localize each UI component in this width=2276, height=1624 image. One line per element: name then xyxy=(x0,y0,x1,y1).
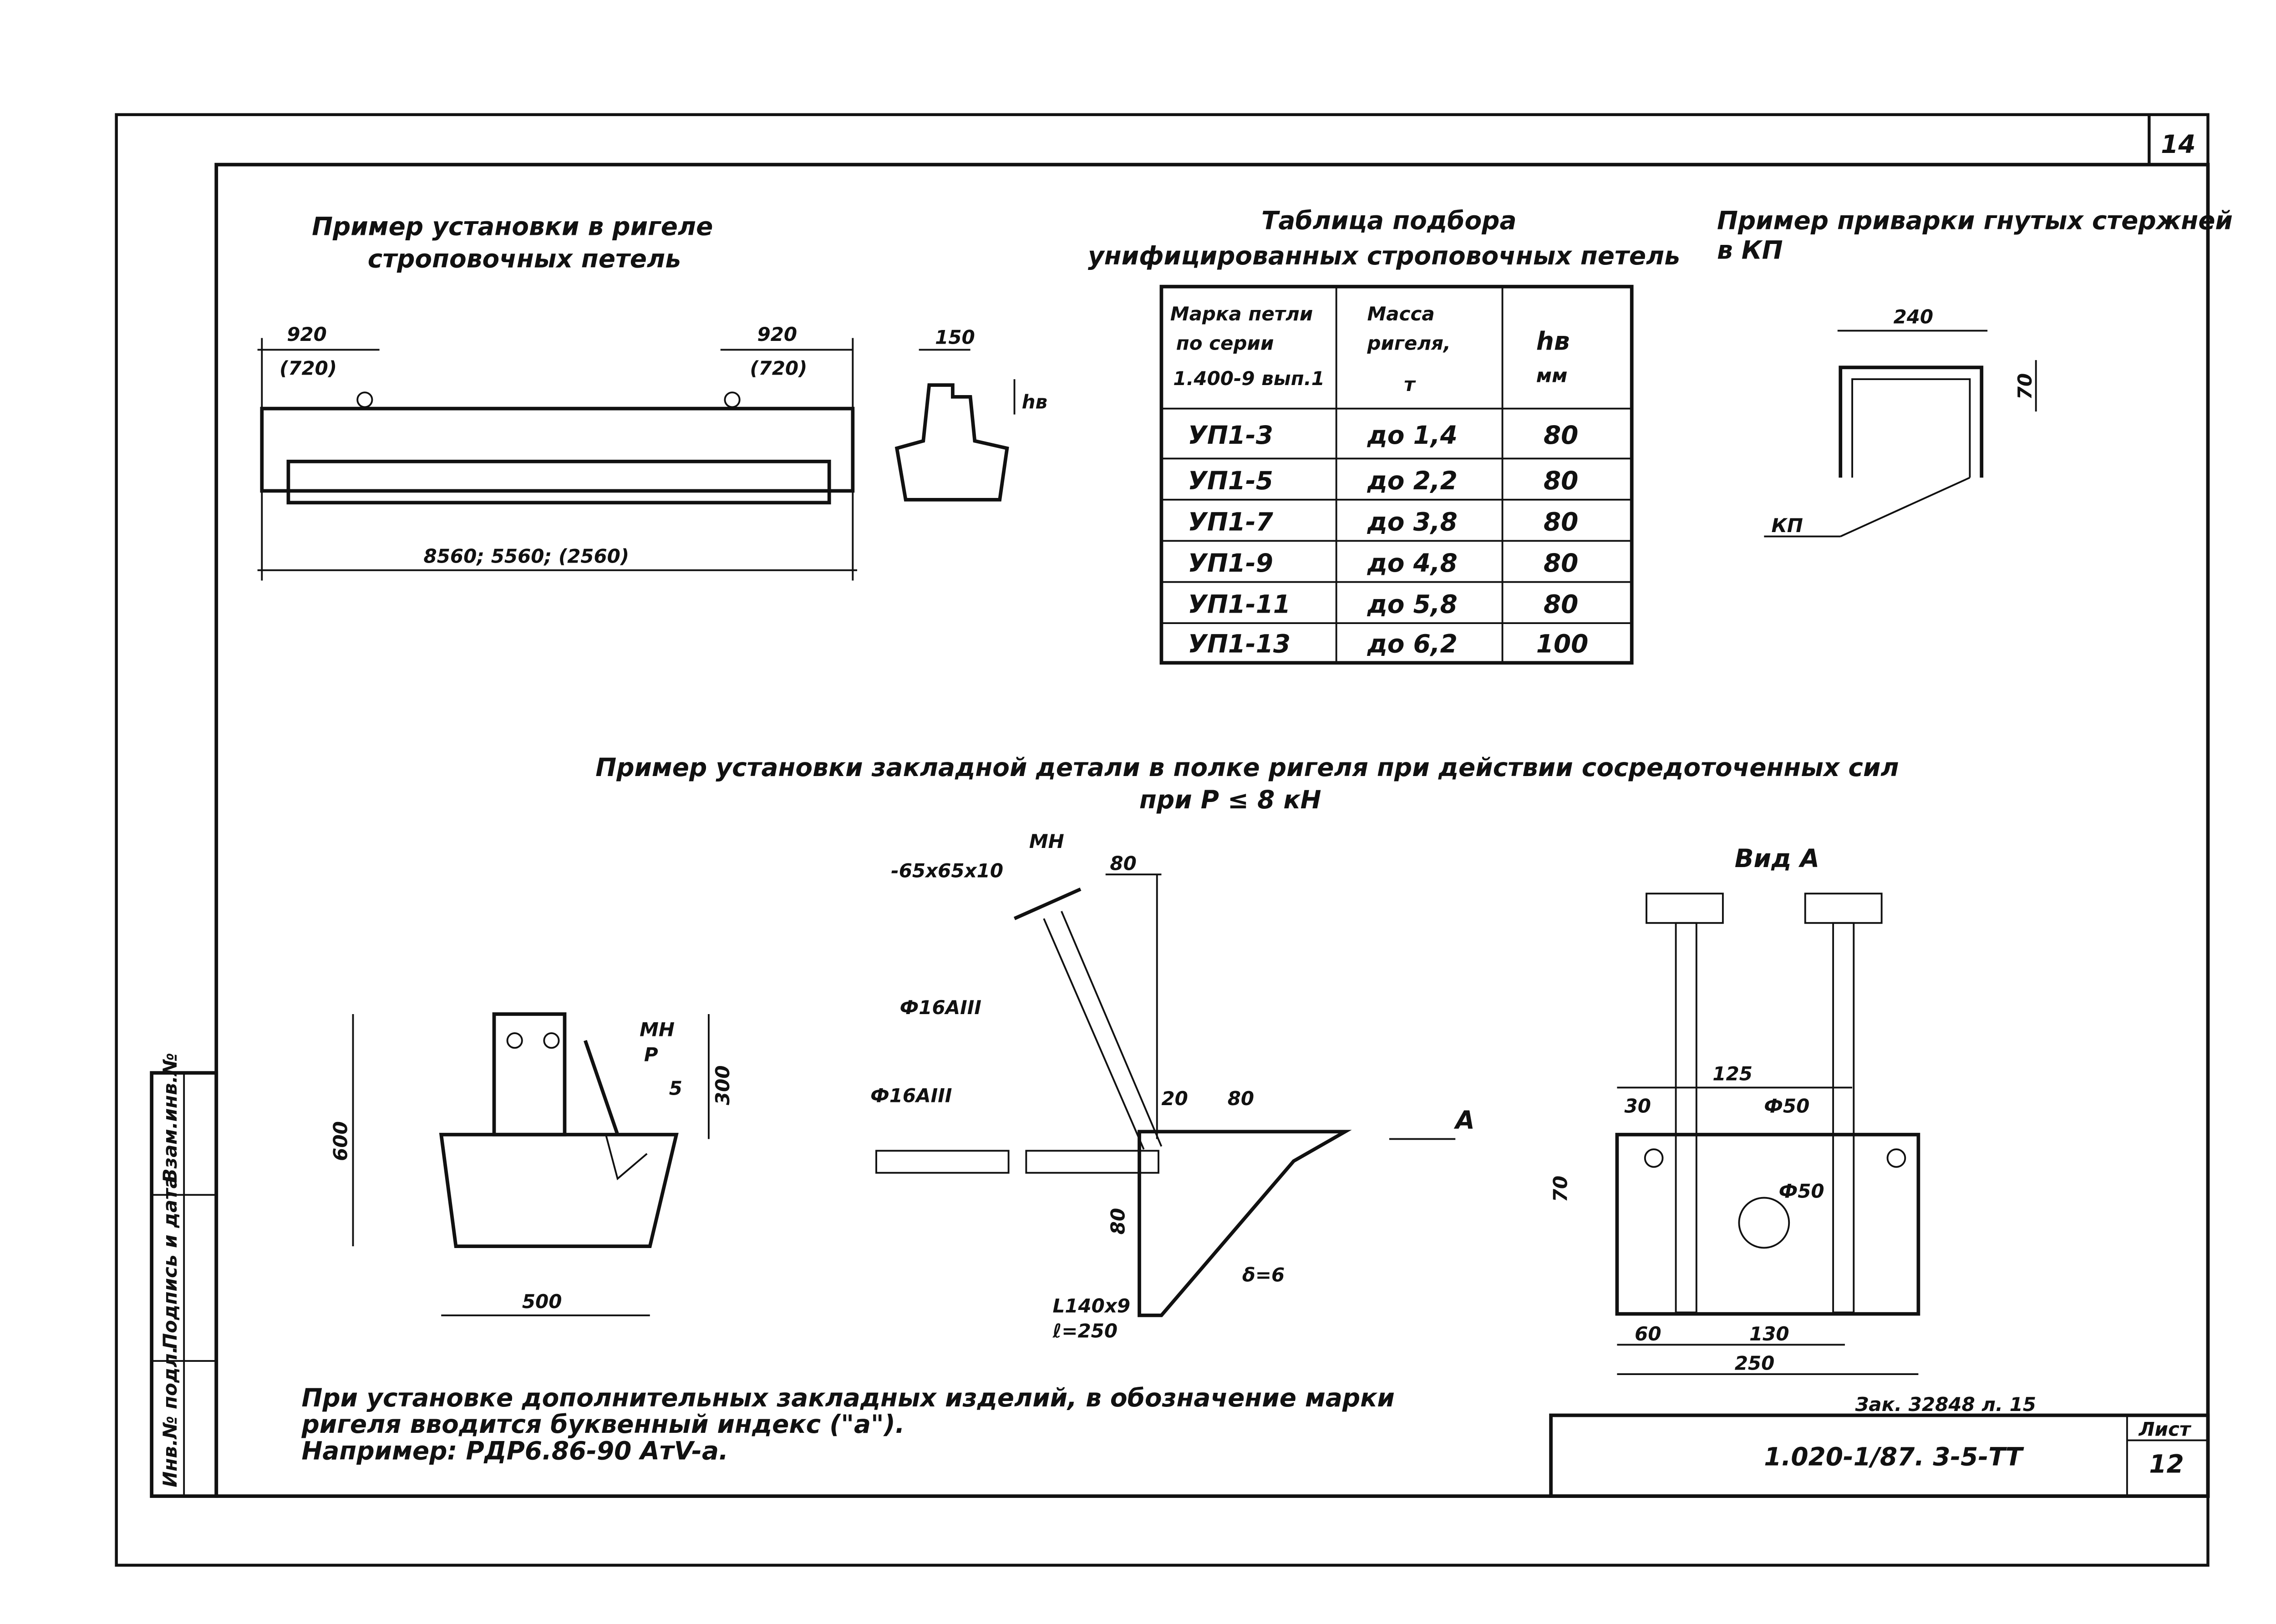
svg-text:80: 80 xyxy=(1544,589,1578,619)
svg-text:ригеля,: ригеля, xyxy=(1367,332,1450,354)
side-strip: Инв.№ подл. Подпись и дата Взам.инв.№ xyxy=(150,1053,218,1498)
svg-text:(720): (720) xyxy=(279,357,337,379)
table-row: УП1-11 до 5,8 80 xyxy=(1188,589,1579,619)
svg-text:130: 130 xyxy=(1749,1323,1789,1345)
svg-text:ригеля вводится буквенный инде: ригеля вводится буквенный индекс ("а"). xyxy=(301,1410,904,1439)
svg-text:5: 5 xyxy=(669,1077,682,1100)
sheet-number: 14 xyxy=(2161,130,2195,159)
svg-text:МН: МН xyxy=(1029,830,1064,853)
svg-text:строповочных петель: строповочных петель xyxy=(368,244,681,274)
svg-text:80: 80 xyxy=(1107,1208,1129,1234)
bent-bars-example: Пример приварки гнутых стержней в КП 240… xyxy=(1717,206,2233,538)
svg-text:30: 30 xyxy=(1625,1095,1651,1117)
svg-text:по серии: по серии xyxy=(1176,332,1274,354)
svg-text:Ф50: Ф50 xyxy=(1764,1095,1809,1117)
svg-text:Вид А: Вид А xyxy=(1735,844,1819,873)
svg-text:до 3,8: до 3,8 xyxy=(1367,508,1457,537)
svg-text:УП1-9: УП1-9 xyxy=(1188,548,1273,578)
svg-text:240: 240 xyxy=(1893,305,1933,328)
svg-text:Марка петли: Марка петли xyxy=(1170,303,1313,325)
svg-text:до 2,2: до 2,2 xyxy=(1367,466,1457,495)
notes: При установке дополнительных закладных и… xyxy=(301,1383,1394,1465)
svg-text:80: 80 xyxy=(1544,508,1578,537)
svg-text:до 4,8: до 4,8 xyxy=(1367,548,1457,578)
svg-text:8560; 5560; (2560): 8560; 5560; (2560) xyxy=(423,545,629,568)
svg-text:12: 12 xyxy=(2149,1449,2184,1478)
svg-text:унифицированных строповочных п: унифицированных строповочных петель xyxy=(1088,241,1680,270)
svg-text:300: 300 xyxy=(711,1066,734,1106)
svg-text:1.020-1/87. 3-5-ТТ: 1.020-1/87. 3-5-ТТ xyxy=(1764,1442,2024,1471)
svg-text:70: 70 xyxy=(1550,1176,1572,1202)
svg-text:20: 20 xyxy=(1161,1087,1188,1110)
svg-text:т: т xyxy=(1404,373,1416,396)
svg-text:При установке дополнительных з: При установке дополнительных закладных и… xyxy=(301,1383,1394,1412)
svg-text:УП1-3: УП1-3 xyxy=(1188,421,1273,450)
svg-text:УП1-11: УП1-11 xyxy=(1188,589,1291,619)
svg-text:Масса: Масса xyxy=(1367,303,1434,325)
svg-text:мм: мм xyxy=(1536,365,1568,387)
svg-text:L140х9: L140х9 xyxy=(1052,1294,1130,1317)
svg-text:МН: МН xyxy=(640,1018,675,1040)
svg-text:hв: hв xyxy=(1022,391,1047,413)
svg-text:Пример установки в ригеле: Пример установки в ригеле xyxy=(312,212,713,241)
loops-table: Таблица подбора унифицированных стропово… xyxy=(1088,206,1680,665)
svg-text:150: 150 xyxy=(935,326,975,349)
svg-text:Пример установки закладной дет: Пример установки закладной детали в полк… xyxy=(595,753,1899,782)
table-row: УП1-5 до 2,2 80 xyxy=(1188,466,1579,495)
svg-text:до 6,2: до 6,2 xyxy=(1367,629,1457,659)
svg-text:920: 920 xyxy=(757,323,797,345)
svg-text:ℓ=250: ℓ=250 xyxy=(1052,1320,1118,1342)
svg-text:Инв.№ подл.: Инв.№ подл. xyxy=(159,1346,181,1487)
inner-frame xyxy=(214,162,2210,1498)
table-row: УП1-13 до 6,2 100 xyxy=(1188,629,1589,659)
svg-text:500: 500 xyxy=(522,1290,562,1313)
svg-text:-65х65х10: -65х65х10 xyxy=(891,860,1003,882)
svg-text:920: 920 xyxy=(287,323,327,345)
svg-text:Ф50: Ф50 xyxy=(1779,1180,1824,1203)
svg-text:Пример приварки гнутых стержне: Пример приварки гнутых стержней xyxy=(1717,206,2233,235)
svg-text:УП1-5: УП1-5 xyxy=(1188,466,1273,495)
svg-text:60: 60 xyxy=(1635,1323,1661,1345)
svg-text:80: 80 xyxy=(1544,466,1578,495)
svg-text:80: 80 xyxy=(1110,853,1136,875)
table-row: УП1-9 до 4,8 80 xyxy=(1188,548,1579,578)
svg-text:125: 125 xyxy=(1712,1062,1753,1085)
svg-text:УП1-7: УП1-7 xyxy=(1188,508,1274,537)
svg-text:250: 250 xyxy=(1735,1352,1775,1374)
svg-text:Лист: Лист xyxy=(2138,1418,2192,1441)
svg-text:(720): (720) xyxy=(750,357,807,379)
svg-text:80: 80 xyxy=(1544,548,1578,578)
svg-text:P: P xyxy=(644,1043,658,1066)
svg-text:до 5,8: до 5,8 xyxy=(1367,589,1457,619)
svg-text:до 1,4: до 1,4 xyxy=(1367,421,1457,450)
title-block: 1.020-1/87. 3-5-ТТ Лист 12 xyxy=(1549,1413,2210,1498)
svg-text:1.400-9 вып.1: 1.400-9 вып.1 xyxy=(1173,367,1325,390)
svg-text:Например: РДР6.86-90 АтV-а.: Например: РДР6.86-90 АтV-а. xyxy=(301,1436,728,1465)
table-row: УП1-3 до 1,4 80 xyxy=(1188,421,1579,450)
svg-text:80: 80 xyxy=(1228,1087,1254,1110)
svg-text:hв: hв xyxy=(1536,326,1570,355)
loops-example: Пример установки в ригеле строповочных п… xyxy=(257,212,1047,581)
svg-text:Таблица подбора: Таблица подбора xyxy=(1261,206,1517,235)
svg-text:Взам.инв.№: Взам.инв.№ xyxy=(159,1053,181,1183)
svg-text:100: 100 xyxy=(1536,629,1589,659)
svg-text:δ=6: δ=6 xyxy=(1242,1264,1285,1286)
table-row: УП1-7 до 3,8 80 xyxy=(1188,508,1579,537)
svg-text:КП: КП xyxy=(1771,514,1803,537)
svg-text:при P ≤ 8 кН: при P ≤ 8 кН xyxy=(1139,785,1321,814)
svg-text:УП1-13: УП1-13 xyxy=(1188,629,1291,659)
svg-text:80: 80 xyxy=(1544,421,1578,450)
order-note: Зак. 32848 л. 15 xyxy=(1855,1393,2037,1416)
svg-text:Ф16АIII: Ф16АIII xyxy=(900,996,981,1019)
embedded-part-example: Пример установки закладной детали в полк… xyxy=(330,753,1920,1375)
svg-text:600: 600 xyxy=(330,1121,352,1161)
svg-text:70: 70 xyxy=(2014,373,2036,400)
svg-text:в КП: в КП xyxy=(1717,235,1783,264)
svg-text:Ф16АIII: Ф16АIII xyxy=(870,1085,952,1107)
svg-text:Подпись и дата: Подпись и дата xyxy=(159,1176,181,1349)
svg-text:A: A xyxy=(1453,1106,1474,1135)
